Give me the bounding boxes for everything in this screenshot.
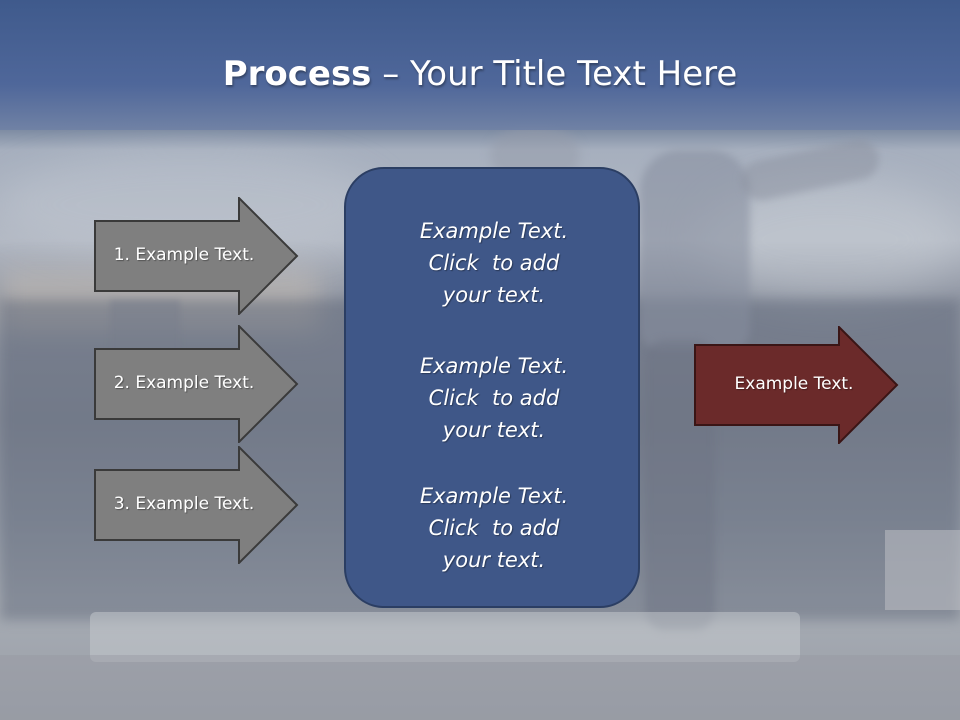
center-text-block-1[interactable]: Example Text. Click to add your text.	[346, 215, 642, 311]
step-arrow-label: 3. Example Text.	[113, 494, 255, 514]
arrow-shape-icon	[94, 446, 299, 564]
title-bold-part: Process	[222, 54, 372, 94]
center-line: Example Text.	[419, 484, 569, 508]
background-figure-torso	[640, 150, 750, 350]
step-arrow-2[interactable]: 2. Example Text.	[94, 325, 300, 443]
step-arrow-label: 2. Example Text.	[113, 373, 255, 393]
center-line: your text.	[442, 418, 546, 442]
center-line: Example Text.	[419, 219, 569, 243]
center-text-block-3[interactable]: Example Text. Click to add your text.	[346, 480, 642, 576]
step-arrow-3[interactable]: 3. Example Text.	[94, 446, 300, 564]
title-rest-part: – Your Title Text Here	[371, 54, 738, 94]
arrow-shape-icon	[694, 326, 899, 444]
center-process-box[interactable]: Example Text. Click to add your text. Ex…	[344, 167, 640, 608]
center-line: Click to add	[428, 251, 560, 275]
background-pillar	[885, 530, 960, 610]
step-arrow-label: 1. Example Text.	[113, 245, 255, 265]
background-ledge	[90, 612, 800, 662]
center-line: Click to add	[428, 386, 560, 410]
center-line: your text.	[442, 283, 546, 307]
center-line: your text.	[442, 548, 546, 572]
arrow-shape-icon	[94, 197, 299, 315]
arrow-shape-icon	[94, 325, 299, 443]
center-line: Example Text.	[419, 354, 569, 378]
center-text-block-2[interactable]: Example Text. Click to add your text.	[346, 350, 642, 446]
slide-title[interactable]: Process – Your Title Text Here	[0, 52, 960, 96]
center-line: Click to add	[428, 516, 560, 540]
step-arrow-1[interactable]: 1. Example Text.	[94, 197, 300, 315]
title-bar	[0, 0, 960, 130]
output-arrow-label: Example Text.	[734, 374, 854, 394]
background-ledge-front	[0, 655, 960, 720]
output-arrow[interactable]: Example Text.	[694, 326, 900, 444]
